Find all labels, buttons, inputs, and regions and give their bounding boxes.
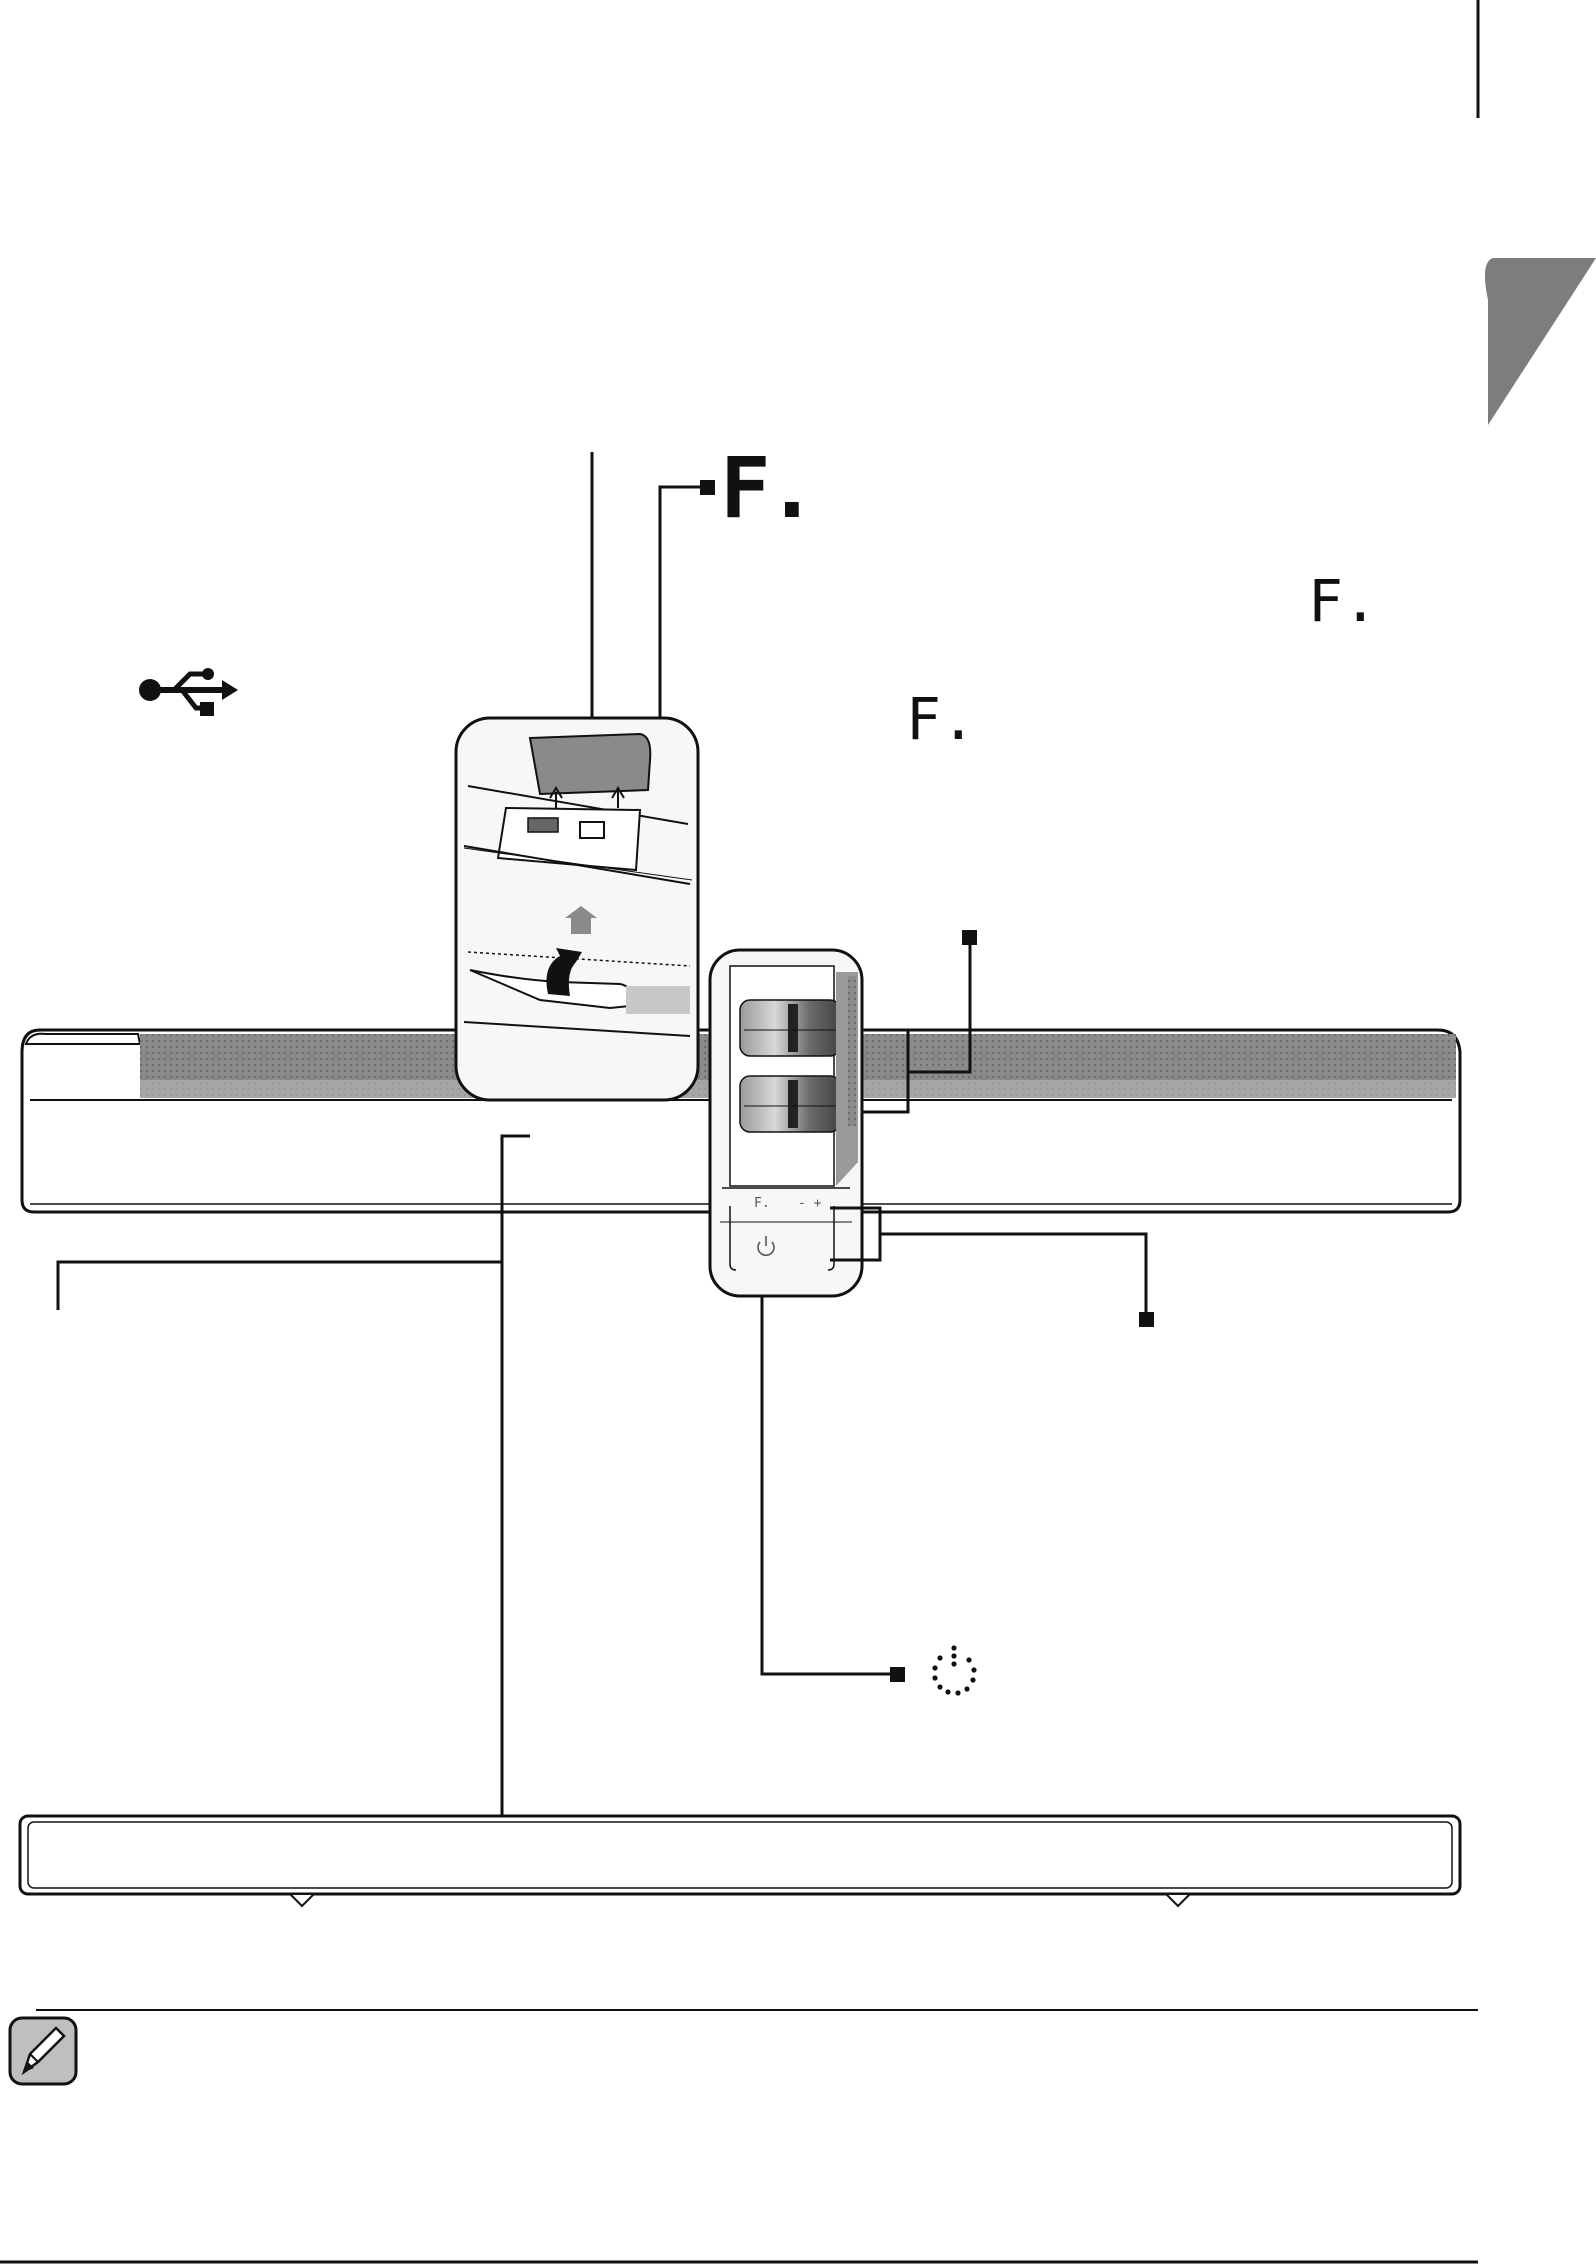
foot-left bbox=[287, 1893, 317, 1908]
soundbar-top-view bbox=[18, 1814, 1462, 1896]
panel-function-key[interactable]: F. bbox=[754, 1196, 770, 1211]
callout-marker bbox=[1139, 1312, 1154, 1327]
function-display-label-right: F. bbox=[1308, 567, 1378, 635]
callout-marker bbox=[890, 1667, 905, 1682]
grille-callout-line bbox=[908, 940, 972, 1074]
sensor-callout-line bbox=[500, 1134, 684, 1866]
function-display-label: F. bbox=[720, 439, 817, 537]
power-icon bbox=[757, 1236, 775, 1257]
soundbar-top-edge bbox=[24, 1032, 142, 1045]
left-callout-line bbox=[56, 1260, 502, 1310]
chapter-tab-icon bbox=[1484, 258, 1596, 425]
function-display-label-mid: F. bbox=[906, 685, 976, 753]
note-pencil-icon bbox=[8, 2016, 78, 2086]
volume-callout-line bbox=[880, 1232, 1148, 1318]
foot-right bbox=[1163, 1893, 1193, 1908]
control-panel-inset bbox=[708, 948, 864, 1298]
usb-port-inset bbox=[454, 716, 700, 1102]
power-callout-line bbox=[760, 1296, 896, 1676]
usb-icon bbox=[139, 668, 238, 716]
callout-marker bbox=[962, 930, 977, 945]
panel-volume-key[interactable]: - + bbox=[798, 1196, 822, 1211]
standby-power-icon bbox=[932, 1645, 977, 1696]
callout-marker bbox=[700, 480, 715, 495]
